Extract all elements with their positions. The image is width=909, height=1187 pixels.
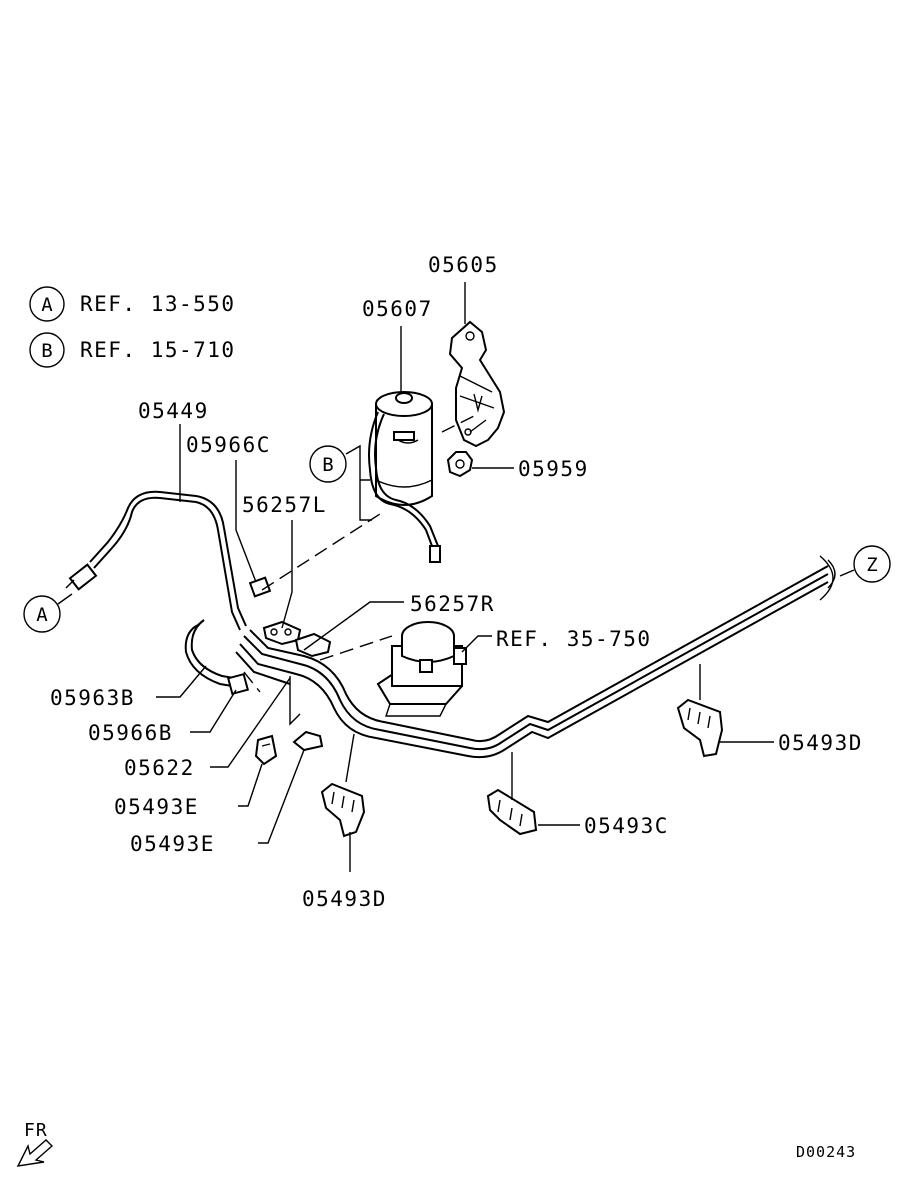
direction-indicator: FR	[16, 1120, 54, 1167]
callout-56257r: 56257R	[410, 592, 495, 616]
legend-b-text: REF. 15-710	[80, 338, 236, 362]
callout-05607: 05607	[362, 297, 433, 321]
callout-05493d-right: 05493D	[778, 731, 863, 755]
marker-b-label: B	[322, 454, 333, 476]
callout-ref-35-750: REF. 35-750	[496, 627, 652, 651]
callout-05493c: 05493C	[584, 814, 669, 838]
legend-b-marker-circle	[29, 332, 65, 368]
marker-z-label: Z	[866, 554, 877, 576]
legend-b: B REF. 15-710	[29, 332, 236, 368]
callout-05449: 05449	[138, 399, 209, 423]
front-arrow-icon	[16, 1139, 54, 1167]
leader-lines	[156, 282, 774, 872]
callout-05493e-1: 05493E	[114, 795, 199, 819]
legend-a-text: REF. 13-550	[80, 292, 236, 316]
legend-a: A REF. 13-550	[29, 286, 236, 322]
clip-05493d-lower	[320, 782, 366, 838]
clip-05493c	[486, 788, 538, 836]
hose-05449	[65, 490, 247, 631]
legend-b-marker: B	[41, 340, 52, 362]
canister-05607	[368, 391, 441, 563]
clip-05966c	[248, 576, 272, 598]
callout-05966b: 05966B	[88, 721, 173, 745]
callout-05605: 05605	[428, 253, 499, 277]
callouts: 05605 05607 05449 05966C 56257L 05959 56…	[50, 253, 863, 911]
callout-56257l: 56257L	[242, 493, 327, 517]
diagram-code: D00243	[796, 1143, 856, 1161]
legend-a-marker-circle	[29, 286, 65, 322]
callout-05493d-lower: 05493D	[302, 887, 387, 911]
callout-05493e-2: 05493E	[130, 832, 215, 856]
marker-a: A	[23, 593, 73, 633]
direction-label: FR	[24, 1120, 48, 1141]
clip-56257l	[262, 620, 302, 646]
clip-05493e-1	[254, 734, 278, 766]
clip-05493d-right	[676, 698, 724, 758]
module-ref-35-750	[376, 621, 467, 717]
callout-05963b: 05963B	[50, 686, 135, 710]
callout-05959: 05959	[518, 457, 589, 481]
fuel-lines-05622	[235, 555, 836, 759]
hose-05963b	[184, 619, 235, 687]
dashed-leaders	[243, 413, 479, 693]
clip-05966b	[226, 672, 250, 696]
bracket-05605	[448, 320, 506, 448]
marker-b: B	[309, 444, 372, 521]
callout-05966c: 05966C	[186, 433, 271, 457]
nut-05959	[446, 451, 474, 478]
callout-05622: 05622	[124, 756, 195, 780]
clip-05493e-2	[292, 730, 324, 752]
marker-a-label: A	[36, 604, 48, 626]
legend-a-marker: A	[41, 294, 53, 316]
clip-56257r	[294, 632, 332, 658]
marker-z: Z	[839, 545, 891, 583]
